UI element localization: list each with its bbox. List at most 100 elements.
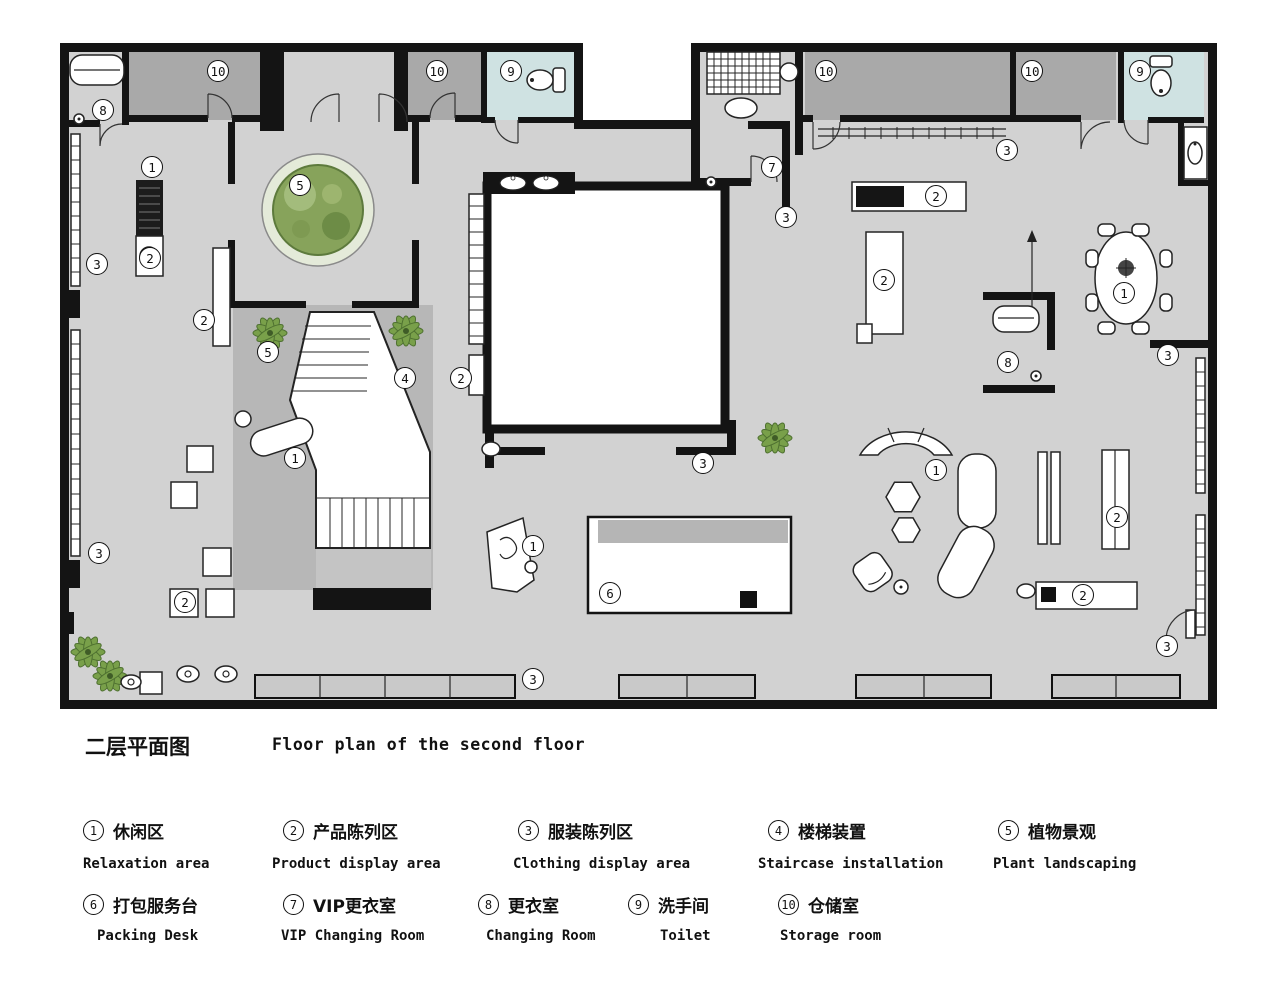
chaise — [957, 453, 997, 529]
sofa — [992, 305, 1040, 333]
wall-rack — [70, 329, 81, 557]
plan-marker-3: 3 — [692, 452, 714, 474]
plan-marker-1: 1 — [522, 535, 544, 557]
plan-marker-3: 3 — [775, 206, 797, 228]
plan-marker-10: 10 — [207, 60, 229, 82]
plan-marker-10: 10 — [815, 60, 837, 82]
plan-marker-7: 7 — [761, 156, 783, 178]
legend-item-storage: 10 仓储室 — [778, 892, 859, 917]
legend-item-changing: 8 更衣室 — [478, 892, 559, 917]
legend-item-staircase: 4 楼梯装置 — [768, 818, 866, 843]
plan-marker-2: 2 — [1106, 506, 1128, 528]
display-shelf — [1050, 451, 1061, 545]
plan-marker-9: 9 — [500, 60, 522, 82]
legend-label-en: Storage room — [780, 928, 882, 944]
pouf — [891, 517, 921, 543]
legend-num-icon: 6 — [83, 894, 104, 915]
display-cabinet — [851, 181, 967, 212]
legend-item-product-display: 2 产品陈列区 — [283, 818, 398, 843]
display-shelf — [212, 247, 231, 347]
display-shelf — [1037, 451, 1048, 545]
sculpture-chair — [486, 516, 535, 593]
armchair — [852, 551, 893, 593]
legend-num-icon: 2 — [283, 820, 304, 841]
wall-rack — [70, 133, 81, 287]
plan-marker-2: 2 — [873, 269, 895, 291]
legend-label-zh: 植物景观 — [1028, 823, 1096, 843]
vip-bench — [706, 51, 799, 95]
dining-table — [1085, 223, 1173, 335]
plan-title-en: Floor plan of the second floor — [272, 735, 586, 754]
wash-basins — [499, 175, 560, 191]
packing-desk — [586, 515, 793, 615]
legend-label-zh: 洗手间 — [658, 897, 709, 917]
chaise — [937, 525, 995, 599]
legend-num-icon: 8 — [478, 894, 499, 915]
plan-marker-3: 3 — [1156, 635, 1178, 657]
atrium-void — [482, 181, 730, 434]
plan-marker-2: 2 — [450, 367, 472, 389]
legend-label-en: VIP Changing Room — [281, 928, 425, 944]
legend-label-zh: 更衣室 — [508, 897, 559, 917]
plan-marker-3: 3 — [88, 542, 110, 564]
legend-label-zh: VIP更衣室 — [313, 897, 396, 917]
legend-label-en: Product display area — [272, 856, 441, 872]
curved-sofa — [249, 417, 314, 457]
display-table — [205, 588, 235, 618]
display-table — [202, 547, 232, 577]
display-table — [170, 481, 198, 509]
legend-num-icon: 1 — [83, 820, 104, 841]
walls — [60, 43, 1217, 709]
plan-marker-2: 2 — [1072, 584, 1094, 606]
legend-label-en: Plant landscaping — [993, 856, 1137, 872]
plan-marker-5: 5 — [257, 341, 279, 363]
legend-item-toilet: 9 洗手间 — [628, 892, 709, 917]
pouf — [885, 481, 921, 513]
plan-marker-1: 1 — [284, 447, 306, 469]
legend-num-icon: 4 — [768, 820, 789, 841]
plan-marker-3: 3 — [86, 253, 108, 275]
big-plant — [261, 153, 375, 267]
plan-marker-1: 1 — [925, 459, 947, 481]
curved-sofa — [858, 431, 954, 456]
sink — [1183, 126, 1208, 180]
plan-marker-2: 2 — [193, 309, 215, 331]
legend-item-plant: 5 植物景观 — [998, 818, 1096, 843]
plan-marker-5: 5 — [289, 174, 311, 196]
plan-marker-1: 1 — [1113, 282, 1135, 304]
toilet-fixture — [526, 67, 566, 93]
legend-num-icon: 10 — [778, 894, 799, 915]
legend-label-en: Changing Room — [486, 928, 596, 944]
plan-marker-2: 2 — [925, 185, 947, 207]
plan-title-zh: 二层平面图 — [85, 735, 190, 759]
plan-marker-3: 3 — [996, 139, 1018, 161]
legend-label-en: Relaxation area — [83, 856, 210, 872]
plan-marker-8: 8 — [92, 99, 114, 121]
hanging-rack — [468, 193, 485, 345]
massage-chair — [136, 180, 163, 236]
wall-rack — [1195, 357, 1206, 494]
legend-label-en: Packing Desk — [97, 928, 199, 944]
legend-label-en: Toilet — [660, 928, 711, 944]
legend-label-zh: 休闲区 — [113, 823, 164, 843]
legend-item-clothing-display: 3 服装陈列区 — [518, 818, 633, 843]
legend-label-zh: 楼梯装置 — [798, 823, 866, 843]
display-table — [186, 445, 214, 473]
legend-label-zh: 仓储室 — [808, 897, 859, 917]
plan-marker-2: 2 — [139, 247, 161, 269]
legend-label-en: Staircase installation — [758, 856, 944, 872]
legend-label-zh: 产品陈列区 — [313, 823, 398, 843]
plan-marker-10: 10 — [426, 60, 448, 82]
legend-num-icon: 9 — [628, 894, 649, 915]
legend-num-icon: 3 — [518, 820, 539, 841]
plan-marker-9: 9 — [1129, 60, 1151, 82]
plan-marker-4: 4 — [394, 367, 416, 389]
legend-item-relaxation: 1 休闲区 — [83, 818, 164, 843]
legend-num-icon: 5 — [998, 820, 1019, 841]
plan-marker-10: 10 — [1021, 60, 1043, 82]
plan-marker-1: 1 — [141, 156, 163, 178]
clothing-display-strips — [254, 674, 1181, 699]
legend-num-icon: 7 — [283, 894, 304, 915]
plan-marker-8: 8 — [997, 351, 1019, 373]
